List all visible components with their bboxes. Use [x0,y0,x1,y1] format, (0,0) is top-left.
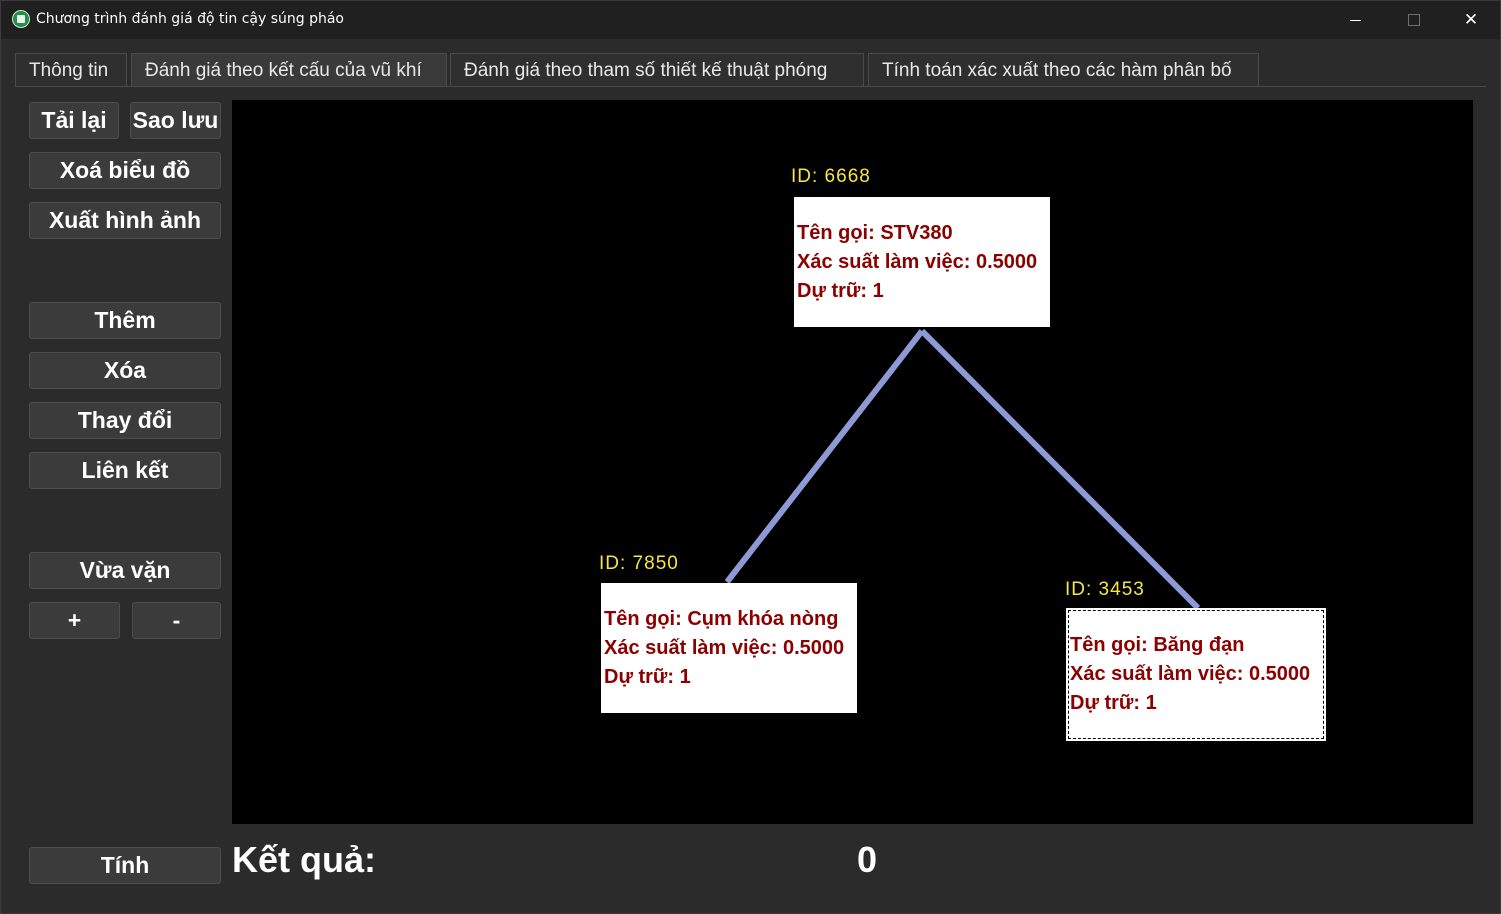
minimize-button[interactable] [1326,1,1384,39]
node-reserve: Dự trữ: 1 [1070,692,1157,714]
node-name: Tên gọi: STV380 [797,222,953,244]
diagram-edges [724,328,1201,611]
edit-node-button[interactable]: Thay đổi [29,402,221,439]
tab-structure-evaluation[interactable]: Đánh giá theo kết cấu của vũ khí [131,53,447,86]
tab-info[interactable]: Thông tin [15,53,127,86]
maximize-button [1384,1,1442,39]
diagram-node[interactable]: Tên gọi: Cụm khóa nòng Xác suất làm việc… [601,583,857,713]
title-bar: Chương trình đánh giá độ tin cậy súng ph… [1,1,1500,39]
zoom-in-button[interactable]: + [29,602,120,639]
tab-divider [15,86,1486,87]
app-icon [12,10,30,28]
node-id-label: ID: 6668 [791,166,871,187]
result-value: 0 [857,839,878,880]
tab-design-parameter-evaluation[interactable]: Đánh giá theo tham số thiết kế thuật phó… [450,53,864,86]
node-reserve: Dự trữ: 1 [797,280,884,302]
minimize-icon [1350,20,1361,21]
delete-node-button[interactable]: Xóa [29,352,221,389]
zoom-out-button[interactable]: - [132,602,221,639]
result-label: Kết quả: [232,839,376,880]
fit-view-button[interactable]: Vừa vặn [29,552,221,589]
diagram-canvas[interactable]: ID: 6668 Tên gọi: STV380 Xác suất làm vi… [232,100,1473,824]
reload-button[interactable]: Tải lại [29,102,119,139]
backup-button[interactable]: Sao lưu [130,102,221,139]
close-icon: ✕ [1463,10,1479,30]
node-probability: Xác suất làm việc: 0.5000 [797,251,1038,273]
node-probability: Xác suất làm việc: 0.5000 [1070,663,1311,685]
link-nodes-button[interactable]: Liên kết [29,452,221,489]
export-image-button[interactable]: Xuất hình ảnh [29,202,221,239]
node-id-label: ID: 7850 [599,553,679,574]
node-reserve: Dự trữ: 1 [604,666,691,688]
add-node-button[interactable]: Thêm [29,302,221,339]
edge-line [919,328,1201,611]
diagram-node[interactable]: Tên gọi: STV380 Xác suất làm việc: 0.500… [794,197,1050,327]
edge-line [724,329,925,584]
node-name: Tên gọi: Cụm khóa nòng [604,608,839,630]
tab-distribution-probability[interactable]: Tính toán xác xuất theo các hàm phân bố [868,53,1259,86]
node-name: Tên gọi: Băng đạn [1070,634,1245,656]
close-button[interactable]: ✕ [1442,1,1500,39]
node-probability: Xác suất làm việc: 0.5000 [604,637,845,659]
compute-button[interactable]: Tính [29,847,221,884]
window-title: Chương trình đánh giá độ tin cậy súng ph… [36,11,344,27]
maximize-icon [1408,14,1420,26]
diagram-node-selected[interactable]: Tên gọi: Băng đạn Xác suất làm việc: 0.5… [1066,608,1326,741]
clear-chart-button[interactable]: Xoá biểu đồ [29,152,221,189]
node-id-label: ID: 3453 [1065,579,1145,600]
